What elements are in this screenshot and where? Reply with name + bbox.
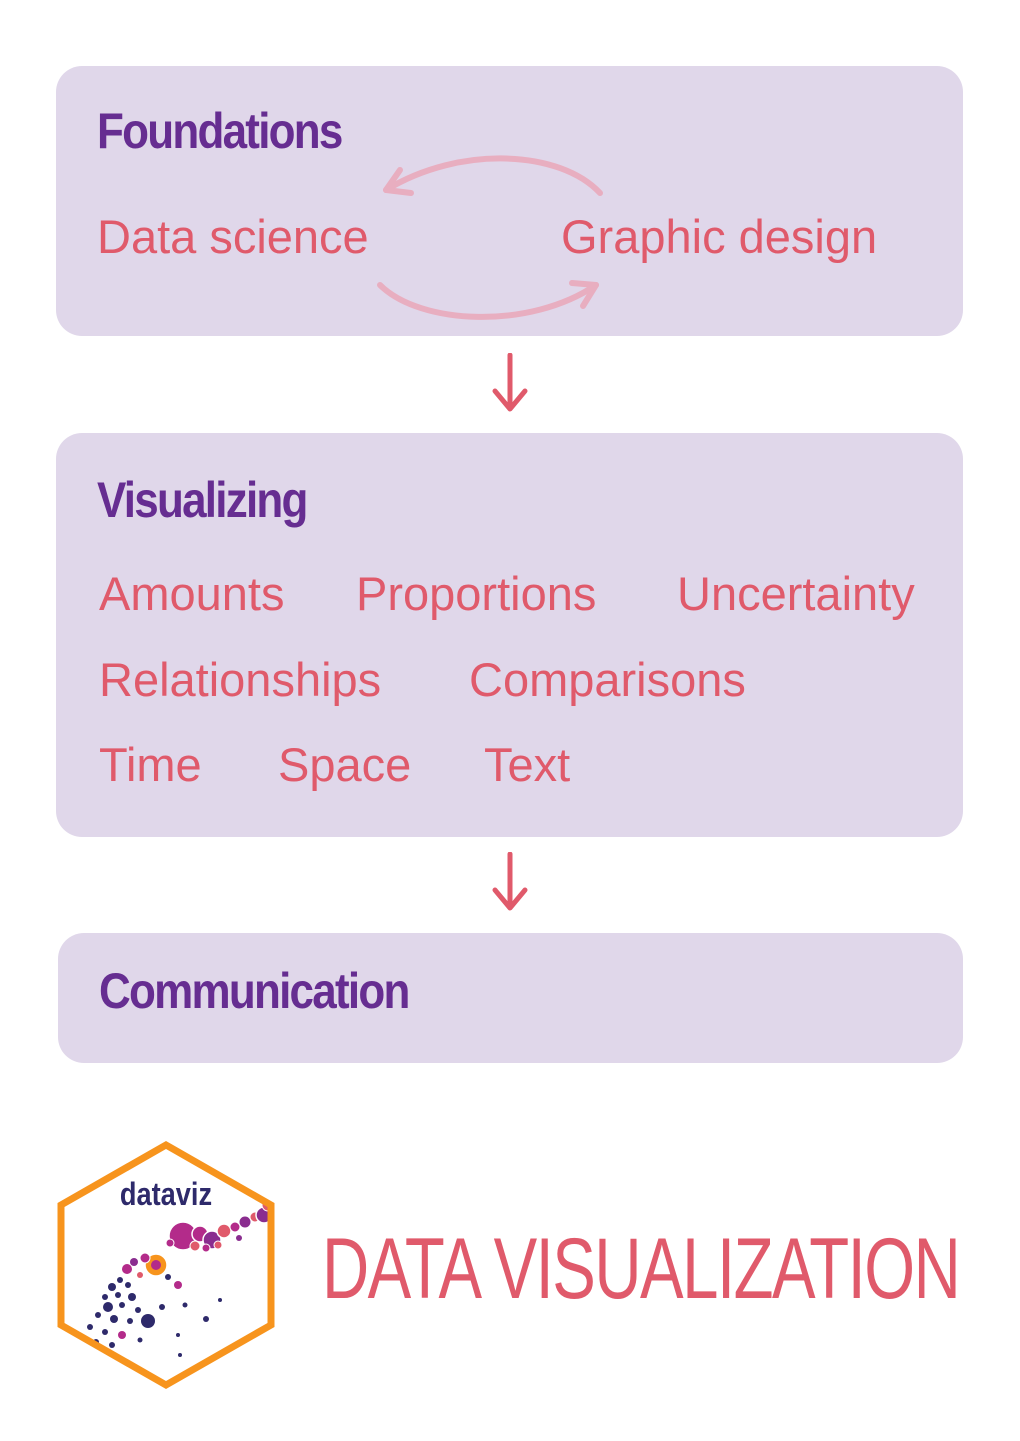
topic-amounts: Amounts [99, 567, 285, 620]
bubble-scatter-icon [72, 1198, 271, 1358]
topic-proportions: Proportions [356, 567, 597, 620]
visualizing-panel [56, 433, 963, 837]
down-arrow-icon [492, 852, 528, 911]
visualizing-heading: Visualizing [97, 472, 308, 528]
communication-panel [58, 933, 963, 1063]
cycle-arrow-bottom [377, 280, 599, 320]
foundations-heading: Foundations [97, 103, 343, 159]
topic-text: Text [484, 738, 571, 791]
topic-uncertainty: Uncertainty [677, 567, 915, 620]
hex-border [57, 1140, 275, 1390]
topic-time: Time [99, 738, 202, 791]
topic-relationships: Relationships [99, 653, 382, 706]
cycle-arrow-top [383, 155, 603, 196]
communication-heading: Communication [99, 963, 410, 1019]
foundations-panel [56, 66, 963, 336]
data-science-label: Data science [97, 210, 369, 263]
topic-comparisons: Comparisons [469, 653, 746, 706]
footer-title: DATA VISUALIZATION [322, 1221, 961, 1317]
dataviz-hex-logo: dataviz [57, 1140, 275, 1390]
down-arrow-icon [492, 353, 528, 412]
graphic-design-label: Graphic design [561, 210, 878, 263]
topic-space: Space [278, 738, 412, 791]
logo-text: dataviz [120, 1177, 212, 1213]
